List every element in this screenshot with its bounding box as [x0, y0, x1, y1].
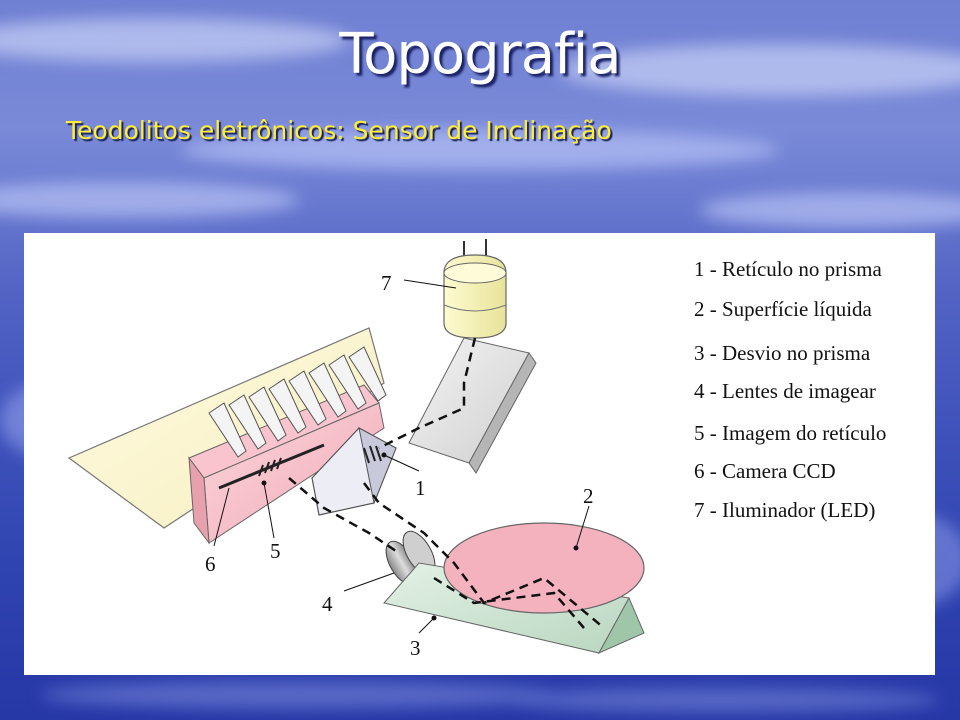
legend-item-3: 3 - Desvio no prisma: [694, 341, 871, 365]
legend-item-5: 5 - Imagem do retículo: [694, 421, 887, 445]
reticle-prism: [311, 427, 397, 516]
callout-4: 4: [322, 592, 333, 616]
callout-2: 2: [583, 484, 594, 508]
led-illuminator: [443, 239, 507, 339]
legend-item-1: 1 - Retículo no prisma: [694, 257, 882, 281]
deflection-mirror: [408, 337, 537, 474]
slide-title: Topografia: [339, 22, 621, 87]
ccd-camera: [188, 346, 387, 545]
diagram-panel: 7 1 2 4 3 5 6 1 - Retículo no prisma 2 -…: [24, 233, 935, 675]
callout-7: 7: [381, 271, 392, 295]
legend-item-7: 7 - Iluminador (LED): [694, 498, 876, 522]
liquid-surface: [443, 522, 645, 614]
slide-subtitle: Teodolitos eletrônicos: Sensor de Inclin…: [66, 116, 612, 145]
callout-5: 5: [270, 539, 281, 563]
leader-lines: [213, 279, 590, 634]
callout-1: 1: [415, 476, 426, 500]
legend-item-2: 2 - Superfície líquida: [694, 297, 872, 321]
legend-item-4: 4 - Lentes de imagear: [694, 379, 876, 403]
callout-3: 3: [410, 636, 421, 660]
tilt-sensor-diagram: 7 1 2 4 3 5 6: [67, 239, 645, 660]
light-path: [288, 337, 605, 629]
legend-item-6: 6 - Camera CCD: [694, 459, 836, 483]
callout-6: 6: [205, 552, 216, 576]
